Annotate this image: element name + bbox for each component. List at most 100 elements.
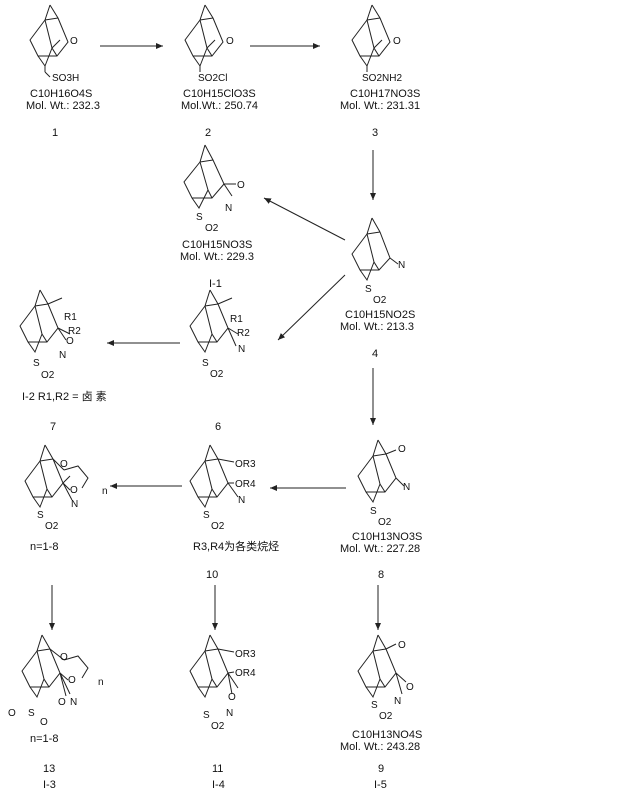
compound-7-oxygen: O bbox=[66, 336, 74, 347]
compound-13-sulfur: S bbox=[28, 708, 35, 719]
compound-2-mw: Mol.Wt.: 250.74 bbox=[181, 100, 258, 112]
compound-I1-mw: Mol. Wt.: 229.3 bbox=[180, 251, 254, 263]
arrow-4-to-I1 bbox=[263, 197, 346, 241]
compound-11-sulfur: S bbox=[203, 710, 210, 721]
compound-7-structure: R1 R2 O N S O2 bbox=[19, 289, 81, 381]
compound-13-oxygen-b: O bbox=[68, 675, 76, 686]
compound-13-n-index: n bbox=[98, 677, 104, 688]
compound-13-structure: O O n O N S O O bbox=[8, 634, 104, 728]
compound-10-so2: O2 bbox=[211, 521, 225, 532]
compound-10-nitrogen: N bbox=[238, 495, 245, 506]
compound-1-ketone: O bbox=[70, 36, 78, 47]
compound-6-sulfur: S bbox=[202, 358, 209, 369]
compound-6-r2: R2 bbox=[237, 328, 250, 339]
compound-12-structure: O O n N S O2 bbox=[24, 444, 108, 532]
compound-9-so2: O2 bbox=[379, 711, 393, 722]
compound-8-structure: O N S O2 bbox=[357, 439, 410, 528]
compound-12-so2: O2 bbox=[45, 521, 59, 532]
compound-4-sulfur: S bbox=[365, 284, 372, 295]
compound-6-r1: R1 bbox=[230, 314, 243, 325]
compound-7-note: I-2 R1,R2 = 卤 素 bbox=[22, 390, 107, 403]
compound-13-sub: I-3 bbox=[43, 779, 56, 791]
compound-8-ketone: O bbox=[398, 444, 406, 455]
compound-7-sulfur: S bbox=[33, 358, 40, 369]
compound-3-structure: O SO2NH2 bbox=[351, 4, 402, 84]
compound-13-nitrogen: N bbox=[70, 697, 77, 708]
compound-10-structure: OR3 OR4 N S O2 bbox=[189, 444, 256, 532]
compound-12-note: n=1-8 bbox=[30, 541, 58, 553]
compound-12-sulfur: S bbox=[37, 510, 44, 521]
compound-6-nitrogen: N bbox=[238, 344, 245, 355]
compound-7-r1: R1 bbox=[64, 312, 77, 323]
compound-I1-so2: O2 bbox=[205, 223, 219, 234]
compound-4-mw: Mol. Wt.: 213.3 bbox=[340, 321, 414, 333]
compound-I1-nitrogen: N bbox=[225, 203, 232, 214]
compound-2-formula: C10H15ClO3S bbox=[183, 88, 256, 100]
compound-8-so2: O2 bbox=[378, 517, 392, 528]
compound-4-structure: N S O2 bbox=[351, 217, 405, 306]
compound-11-structure: OR3 OR4 O N S O2 bbox=[189, 634, 256, 732]
compound-12-nitrogen: N bbox=[71, 499, 78, 510]
compound-1-formula: C10H16O4S bbox=[30, 88, 92, 100]
compound-8-nitrogen: N bbox=[403, 482, 410, 493]
compound-2-group: SO2Cl bbox=[198, 73, 227, 84]
compound-9-formula: C10H13NO4S bbox=[352, 729, 422, 741]
compound-11-or4: OR4 bbox=[235, 668, 256, 679]
compound-11-so2: O2 bbox=[211, 721, 225, 732]
compound-3-formula: C10H17NO3S bbox=[350, 88, 420, 100]
compound-2-ketone: O bbox=[226, 36, 234, 47]
compound-4-so2: O2 bbox=[373, 295, 387, 306]
compound-6-so2: O2 bbox=[210, 369, 224, 380]
compound-I1-formula: C10H15NO3S bbox=[182, 239, 252, 251]
compound-13-sulfonyl-o1: O bbox=[8, 708, 16, 719]
compound-12-oxygen-b: O bbox=[70, 485, 78, 496]
compound-3-number: 3 bbox=[372, 127, 378, 139]
compound-7-r2: R2 bbox=[68, 326, 81, 337]
compound-9-sulfur: S bbox=[371, 700, 378, 711]
compound-1-group: SO3H bbox=[52, 73, 79, 84]
compound-11-sub: I-4 bbox=[212, 779, 225, 791]
compound-1-mw: Mol. Wt.: 232.3 bbox=[26, 100, 100, 112]
compound-1-number: 1 bbox=[52, 127, 58, 139]
compound-4-nitrogen: N bbox=[398, 260, 405, 271]
compound-9-nitrogen: N bbox=[394, 696, 401, 707]
compound-2-number: 2 bbox=[205, 127, 211, 139]
compound-9-sub: I-5 bbox=[374, 779, 387, 791]
compound-13-number: 13 bbox=[43, 763, 55, 775]
compound-1-structure: O SO3H bbox=[29, 4, 79, 84]
arrow-4-to-6 bbox=[277, 274, 346, 341]
compound-I1-sulfur: S bbox=[196, 212, 203, 223]
compound-6-number: 6 bbox=[215, 421, 221, 433]
compound-12-oxygen-a: O bbox=[60, 459, 68, 470]
compound-6-structure: R1 R2 N S O2 bbox=[189, 289, 250, 380]
compound-I1-oxygen: O bbox=[237, 180, 245, 191]
compound-12-n-index: n bbox=[102, 486, 108, 497]
compound-3-ketone: O bbox=[393, 36, 401, 47]
compound-8-sulfur: S bbox=[370, 506, 377, 517]
compound-10-or4: OR4 bbox=[235, 479, 256, 490]
compound-3-mw: Mol. Wt.: 231.31 bbox=[340, 100, 420, 112]
compound-9-ketone: O bbox=[398, 640, 406, 651]
compound-13-oxygen-a: O bbox=[60, 652, 68, 663]
compound-3-group: SO2NH2 bbox=[362, 73, 402, 84]
compound-4-number: 4 bbox=[372, 348, 378, 360]
compound-7-number: 7 bbox=[50, 421, 56, 433]
compound-I1-number: I-1 bbox=[209, 278, 222, 290]
compound-10-sulfur: S bbox=[203, 510, 210, 521]
compound-9-mw: Mol. Wt.: 243.28 bbox=[340, 741, 420, 753]
compound-10-number: 10 bbox=[206, 569, 218, 581]
compound-11-oxaziridine-o: O bbox=[228, 692, 236, 703]
compound-I1-structure: O N S O2 bbox=[183, 144, 245, 234]
compound-8-formula: C10H13NO3S bbox=[352, 531, 422, 543]
compound-9-structure: O O N S O2 bbox=[357, 634, 414, 722]
compound-13-note: n=1-8 bbox=[30, 733, 58, 745]
compound-2-structure: O SO2Cl bbox=[184, 4, 234, 84]
compound-11-number: 11 bbox=[212, 763, 223, 775]
compound-7-so2: O2 bbox=[41, 370, 55, 381]
compound-9-oxaziridine-o: O bbox=[406, 682, 414, 693]
compound-4-formula: C10H15NO2S bbox=[345, 309, 415, 321]
compound-10-note: R3,R4为各类烷烃 bbox=[193, 539, 279, 553]
compound-11-nitrogen: N bbox=[226, 708, 233, 719]
compound-10-or3: OR3 bbox=[235, 459, 256, 470]
